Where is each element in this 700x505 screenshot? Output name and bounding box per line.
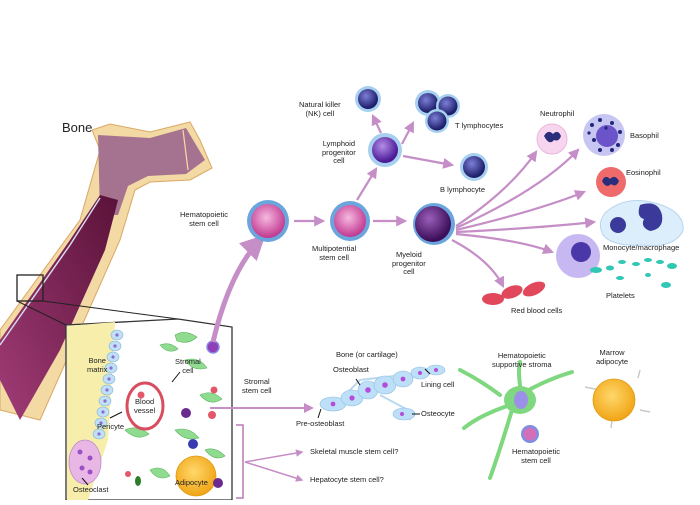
label-myeloid: Myeloid progenitor cell [392,250,426,277]
label-lining-cell: Lining cell [421,380,455,389]
label-osteocyte: Osteocyte [421,409,455,418]
label-stroma-hsc: Hematopoietic stem cell [512,447,560,465]
megakaryocyte-platelets [556,234,677,288]
label-skeletal-muscle: Skeletal muscle stem cell? [310,447,399,456]
red-blood-cells [482,281,546,305]
label-platelets: Platelets [606,291,635,300]
zoom-box [16,274,44,302]
label-multipotential: Multipotential stem cell [312,244,357,262]
label-osteoclast: Osteoclast [73,485,109,494]
label-blood-vessel: Blood vessel [134,397,156,415]
label-lymphoid: Lymphoid progenitor cell [322,139,356,166]
label-basophil: Basophil [630,131,659,140]
label-rbc: Red blood cells [511,306,563,315]
eosinophil [596,167,626,197]
label-osteoblast: Osteoblast [333,365,369,374]
label-bone-matrix: Bone matrix [87,356,108,374]
monocyte-macrophage [599,200,684,247]
multipotential-cell [330,201,370,241]
label-bone-or-cartilage: Bone (or cartilage) [336,350,398,359]
basophil [583,114,625,156]
label-neutrophil: Neutrophil [540,109,575,118]
marrow-inset [65,318,233,501]
label-eosinophil: Eosinophil [626,168,661,177]
label-marrow-adipocyte: Marrow adipocyte [596,348,629,366]
label-hsc: Hematopoietic stem cell [180,210,228,228]
supportive-stroma [458,360,574,480]
bracket [236,424,244,499]
neutrophil [536,123,568,155]
myeloid-progenitor-cell [413,203,455,245]
label-stromal-cell: Stromal cell [175,357,201,375]
osteoblast-chain [317,364,446,421]
label-b-lymphocyte: B lymphocyte [440,185,486,194]
bone-illustration [0,121,213,421]
label-hepatocyte: Hepatocyte stem cell? [310,475,384,484]
b-lymphocyte [460,153,488,181]
bone-label: Bone [62,120,93,135]
label-adipocyte: Adipocyte [175,478,208,487]
label-monocyte: Monocyte/macrophage [603,243,680,252]
label-t-lymphocytes: T lymphocytes [455,121,504,130]
marrow-adipocyte [584,369,651,429]
hematopoietic-arrows [294,114,597,288]
lymphoid-progenitor-cell [368,133,402,167]
hsc-cell [247,200,289,242]
arrow-to-hsc [210,234,266,343]
t-lymphocytes [415,90,460,133]
label-supportive-stroma: Hematopoietic supportive stroma [492,351,552,369]
nk-cell [355,86,381,112]
label-pre-osteoblast: Pre-osteoblast [296,419,345,428]
label-nk: Natural killer (NK) cell [299,100,341,118]
label-pericyte: Pericyte [97,422,125,431]
label-stromal-stem-cell: Stromal stem cell [242,377,272,395]
